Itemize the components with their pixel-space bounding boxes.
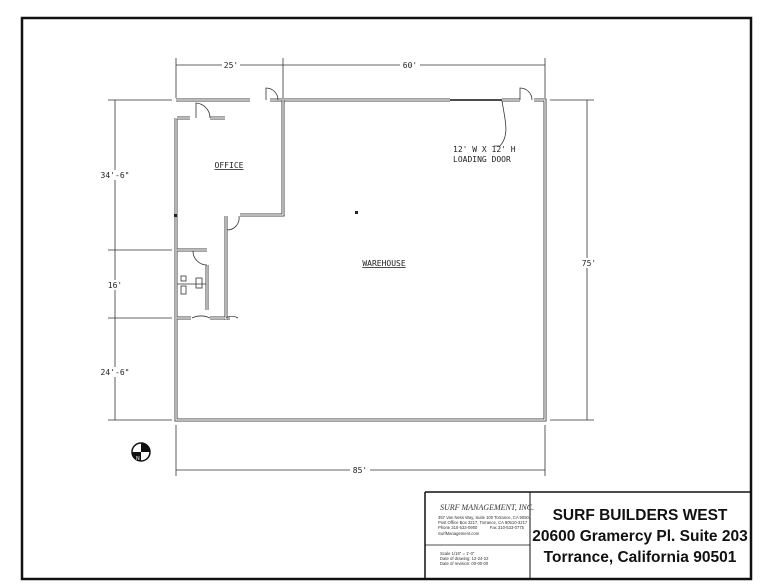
company-info: 357 Van Ness Way, Suite 100 Torrance, CA…: [438, 515, 531, 536]
company-logo: SURF MANAGEMENT, INC.: [440, 503, 534, 512]
drawing-date: Date of drawing: 12-24-22: [440, 556, 489, 562]
north-label: N: [136, 456, 140, 462]
drawing-frame: [20, 16, 753, 581]
project-title: SURF BUILDERS WEST: [552, 507, 728, 524]
door-swings: [191, 87, 533, 319]
restroom-fixtures: [177, 275, 206, 295]
dim-left-upper: 34'-6": [101, 171, 130, 180]
company-name: SURF MANAGEMENT, INC.: [440, 503, 535, 512]
room-label-office: OFFICE: [215, 161, 244, 170]
company-address-line: 357 Van Ness Way, Suite 100 Torrance, CA…: [438, 515, 532, 520]
company-website: SurfManagement.com: [438, 530, 480, 536]
dim-top-right: 60': [403, 61, 417, 70]
title-block-frame: [424, 491, 751, 579]
company-phone: Phone 310-533-0900: [438, 525, 478, 531]
loading-door-label: LOADING DOOR: [453, 155, 511, 164]
dim-right: 75': [582, 259, 596, 268]
loading-door-leader: [494, 100, 507, 147]
dimension-labels: 25' 60' 75' 34'-6" 16' 24'-6" 85': [100, 60, 596, 475]
drawing-scale: Scale 1/16" = 1'-0": [440, 551, 475, 556]
drawing-info: Scale 1/16" = 1'-0" Date of drawing: 12-…: [440, 551, 488, 567]
wall-marker: [174, 214, 177, 217]
company-address-line: Post Office Box 3217, Torrance, CA 90510…: [438, 520, 528, 526]
project-city: Torrance, California 90501: [543, 549, 737, 566]
dimension-lines: [108, 58, 594, 476]
company-fax: Fax 310-533-0775: [489, 525, 524, 531]
dim-left-middle: 16': [108, 281, 122, 290]
north-arrow-icon: N: [131, 442, 151, 462]
dim-bottom: 85': [353, 466, 367, 475]
column-marker: [355, 211, 358, 214]
project-address: 20600 Gramercy Pl. Suite 203: [532, 528, 748, 545]
exterior-walls: [174, 98, 547, 422]
dim-top-left: 25': [224, 61, 238, 70]
interior-walls: [177, 100, 285, 320]
loading-door-size: 12' W X 12' H: [453, 145, 516, 154]
dim-left-lower: 24'-6": [101, 368, 130, 377]
revision-date: Date of revision: 00-00-00: [440, 561, 489, 567]
room-label-warehouse: WAREHOUSE: [362, 259, 406, 268]
